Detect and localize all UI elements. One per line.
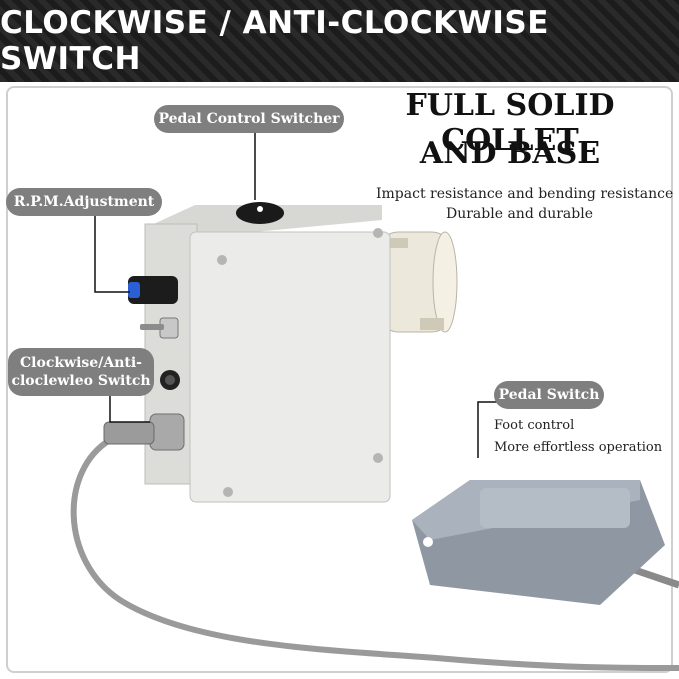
pedal-control-label: Pedal Control Switcher	[154, 105, 344, 133]
direction-label-line1: Clockwise/Anti-	[20, 355, 142, 371]
control-box	[144, 205, 391, 503]
content-frame	[6, 86, 673, 673]
foot-pedal	[412, 480, 665, 605]
banner-background	[0, 0, 679, 82]
feature-line2: Durable and durable	[446, 206, 593, 222]
rpm-label: R.P.M.Adjustment	[6, 188, 162, 216]
cable-connector-icon	[103, 413, 185, 451]
toggle-switch-icon	[140, 317, 179, 339]
pedal-note-line1: Foot control	[494, 418, 575, 433]
rocker-switch-icon	[236, 202, 284, 224]
direction-label-line2: cloclewleo Switch	[11, 373, 151, 389]
headline-line2: AND BASE	[419, 136, 601, 171]
leader-lines	[94, 132, 498, 458]
banner-title: CLOCKWISE / ANTI-CLOCKWISE SWITCH	[0, 5, 549, 77]
feature-line1: Impact resistance and bending resistance	[376, 186, 674, 202]
headline-line1: FULL SOLID COLLET	[405, 88, 615, 158]
rpm-knob-icon	[128, 276, 178, 304]
direction-label: Clockwise/Anti- cloclewleo Switch	[8, 348, 154, 396]
pedal-switch-label: Pedal Switch	[494, 381, 604, 409]
control-cable	[70, 437, 679, 671]
pedal-note-line2: More effortless operation	[494, 440, 663, 455]
motor-collet	[379, 231, 458, 333]
direction-switch-icon	[160, 370, 180, 390]
